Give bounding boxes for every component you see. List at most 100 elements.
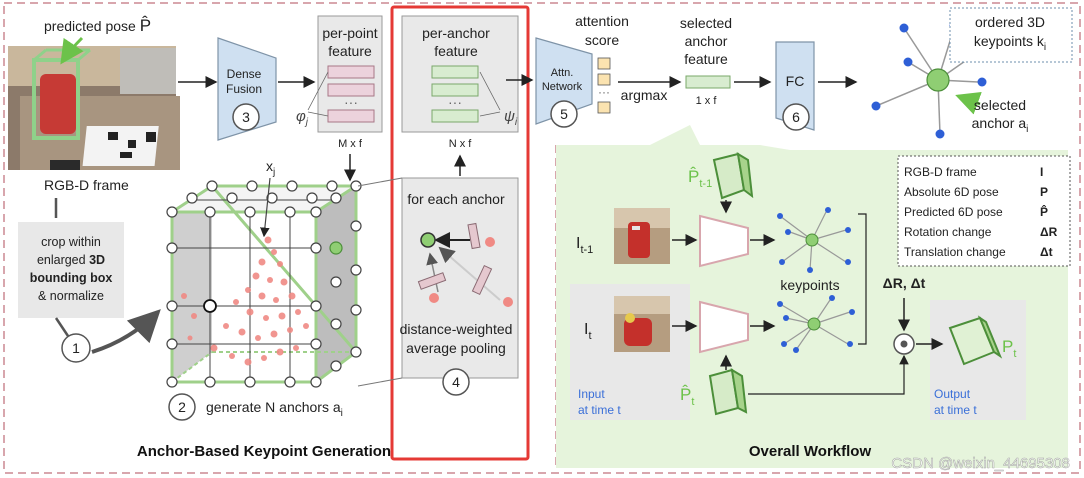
- per-point-title-2: feature: [328, 43, 372, 59]
- step-4-number: 4: [452, 374, 460, 390]
- rgbd-photo: [8, 46, 180, 170]
- curr-frame-thumbnail: [614, 296, 670, 352]
- pooling-header: for each anchor: [407, 191, 505, 207]
- curr-frame-network: [699, 300, 749, 354]
- point-xj-label: xj: [266, 158, 275, 178]
- curr-pose-label: P̂t: [680, 384, 694, 408]
- selected-anchor-1: selected: [974, 97, 1026, 113]
- legend-symbol-1: I: [1040, 165, 1043, 179]
- score-dots: ···: [598, 85, 610, 99]
- legend-label-4: Rotation change: [904, 225, 992, 239]
- phi-symbol: φj: [296, 108, 309, 128]
- prev-frame-thumbnail: [614, 208, 670, 264]
- per-anchor-dots: ···: [448, 94, 462, 110]
- per-anchor-highlight-frame: [390, 5, 530, 461]
- per-point-title-1: per-point: [322, 25, 377, 41]
- score-cell-2: [597, 73, 611, 86]
- argmax-label: argmax: [621, 87, 668, 103]
- per-anchor-row-1: [431, 65, 479, 79]
- crop-box: [18, 222, 124, 318]
- selected-anchor-2: anchor ai: [972, 115, 1029, 135]
- legend-symbol-5: Δt: [1040, 245, 1053, 259]
- per-anchor-row-3: [431, 109, 479, 123]
- step-5-badge: [550, 100, 578, 128]
- prev-pose-box: [712, 152, 754, 200]
- rgbd-frame-caption: RGB-D frame: [44, 177, 129, 193]
- per-point-row-2: [327, 83, 375, 97]
- curr-pose-box: [708, 368, 748, 416]
- legend-label-5: Translation change: [904, 245, 1006, 259]
- step-6-badge: [782, 103, 810, 131]
- input-caption-2: at time t: [578, 403, 621, 417]
- step-6-number: 6: [792, 109, 800, 125]
- right-section-title: Overall Workflow: [749, 443, 872, 460]
- per-point-dots: ···: [344, 94, 358, 110]
- per-anchor-title-1: per-anchor: [422, 25, 490, 41]
- attention-score-1: attention: [575, 13, 629, 29]
- ordered-keypoints-2: keypoints ki: [974, 33, 1046, 53]
- attn-label-2: Network: [542, 81, 583, 93]
- fc-label: FC: [786, 73, 805, 89]
- selected-feature-row: [685, 75, 731, 89]
- outer-dashed-frame: [3, 2, 1081, 474]
- step-3-badge: [232, 103, 260, 131]
- keypoints-graph-curr: [777, 295, 855, 353]
- step-1-number: 1: [72, 340, 80, 356]
- left-section-title: Anchor-Based Keypoint Generation: [137, 443, 391, 460]
- crop-to-cube-arrow: [91, 309, 161, 354]
- legend-label-3: Predicted 6D pose: [904, 205, 1003, 219]
- output-pose-label: Pt: [1002, 337, 1016, 360]
- per-anchor-row-2: [431, 83, 479, 97]
- keypoints-graph-prev: [777, 207, 851, 273]
- crop-line-3: bounding box: [30, 271, 113, 285]
- prev-frame-network: [699, 214, 749, 268]
- step-4-badge: [442, 368, 470, 396]
- step-3-number: 3: [242, 109, 250, 125]
- step-2-number: 2: [178, 399, 186, 415]
- output-caption-2: at time t: [934, 403, 977, 417]
- selected-title-3: feature: [684, 51, 728, 67]
- keypoints-label: keypoints: [780, 277, 839, 293]
- pooling-illustration: [417, 222, 513, 307]
- crop-line-2: enlarged 3D: [37, 253, 105, 267]
- keypoints-bracket: [858, 213, 867, 345]
- per-point-row-1: [327, 65, 375, 79]
- dense-fusion-label-2: Fusion: [226, 82, 262, 96]
- crop-line-1: crop within: [41, 235, 101, 249]
- selected-dims: 1 x f: [696, 95, 718, 107]
- legend-label-1: RGB-D frame: [904, 165, 977, 179]
- psi-symbol: ψi: [504, 108, 518, 128]
- output-caption-1: Output: [934, 387, 971, 401]
- watermark-text: CSDN @weixin_44695308: [891, 455, 1070, 472]
- per-point-dims: M x f: [338, 138, 363, 150]
- legend-label-2: Absolute 6D pose: [904, 185, 999, 199]
- ordered-keypoints-box: [949, 7, 1073, 63]
- output-pose-box: [948, 315, 1003, 366]
- score-cell-3: [597, 101, 611, 114]
- per-point-row-3: [327, 109, 375, 123]
- pose-pointer-arrow: [60, 36, 84, 65]
- step-5-number: 5: [560, 106, 568, 122]
- attn-label-1: Attn.: [551, 67, 574, 79]
- legend-box: [897, 155, 1071, 267]
- pooling-footer-1: distance-weighted: [400, 321, 513, 337]
- legend-symbol-3: P̂: [1040, 204, 1048, 219]
- pooling-footer-2: average pooling: [406, 340, 506, 356]
- step-1-badge: [61, 333, 91, 363]
- per-anchor-dims: N x f: [449, 138, 473, 150]
- delta-label: ΔR, Δt: [883, 275, 926, 291]
- anchor-cube: [166, 180, 362, 388]
- ordered-keypoints-1: ordered 3D: [975, 14, 1045, 30]
- prev-frame-label: It-1: [576, 235, 593, 256]
- prev-pose-label: P̂t-1: [688, 166, 712, 190]
- score-cell-1: [597, 57, 611, 70]
- input-caption-1: Input: [578, 387, 605, 401]
- per-anchor-title-2: feature: [434, 43, 478, 59]
- step-2-badge: [168, 393, 196, 421]
- selected-title-2: anchor: [685, 33, 728, 49]
- pooling-panel: [401, 177, 519, 379]
- selected-title-1: selected: [680, 15, 732, 31]
- dense-fusion-label-1: Dense: [227, 67, 262, 81]
- legend-symbol-2: P: [1040, 185, 1048, 199]
